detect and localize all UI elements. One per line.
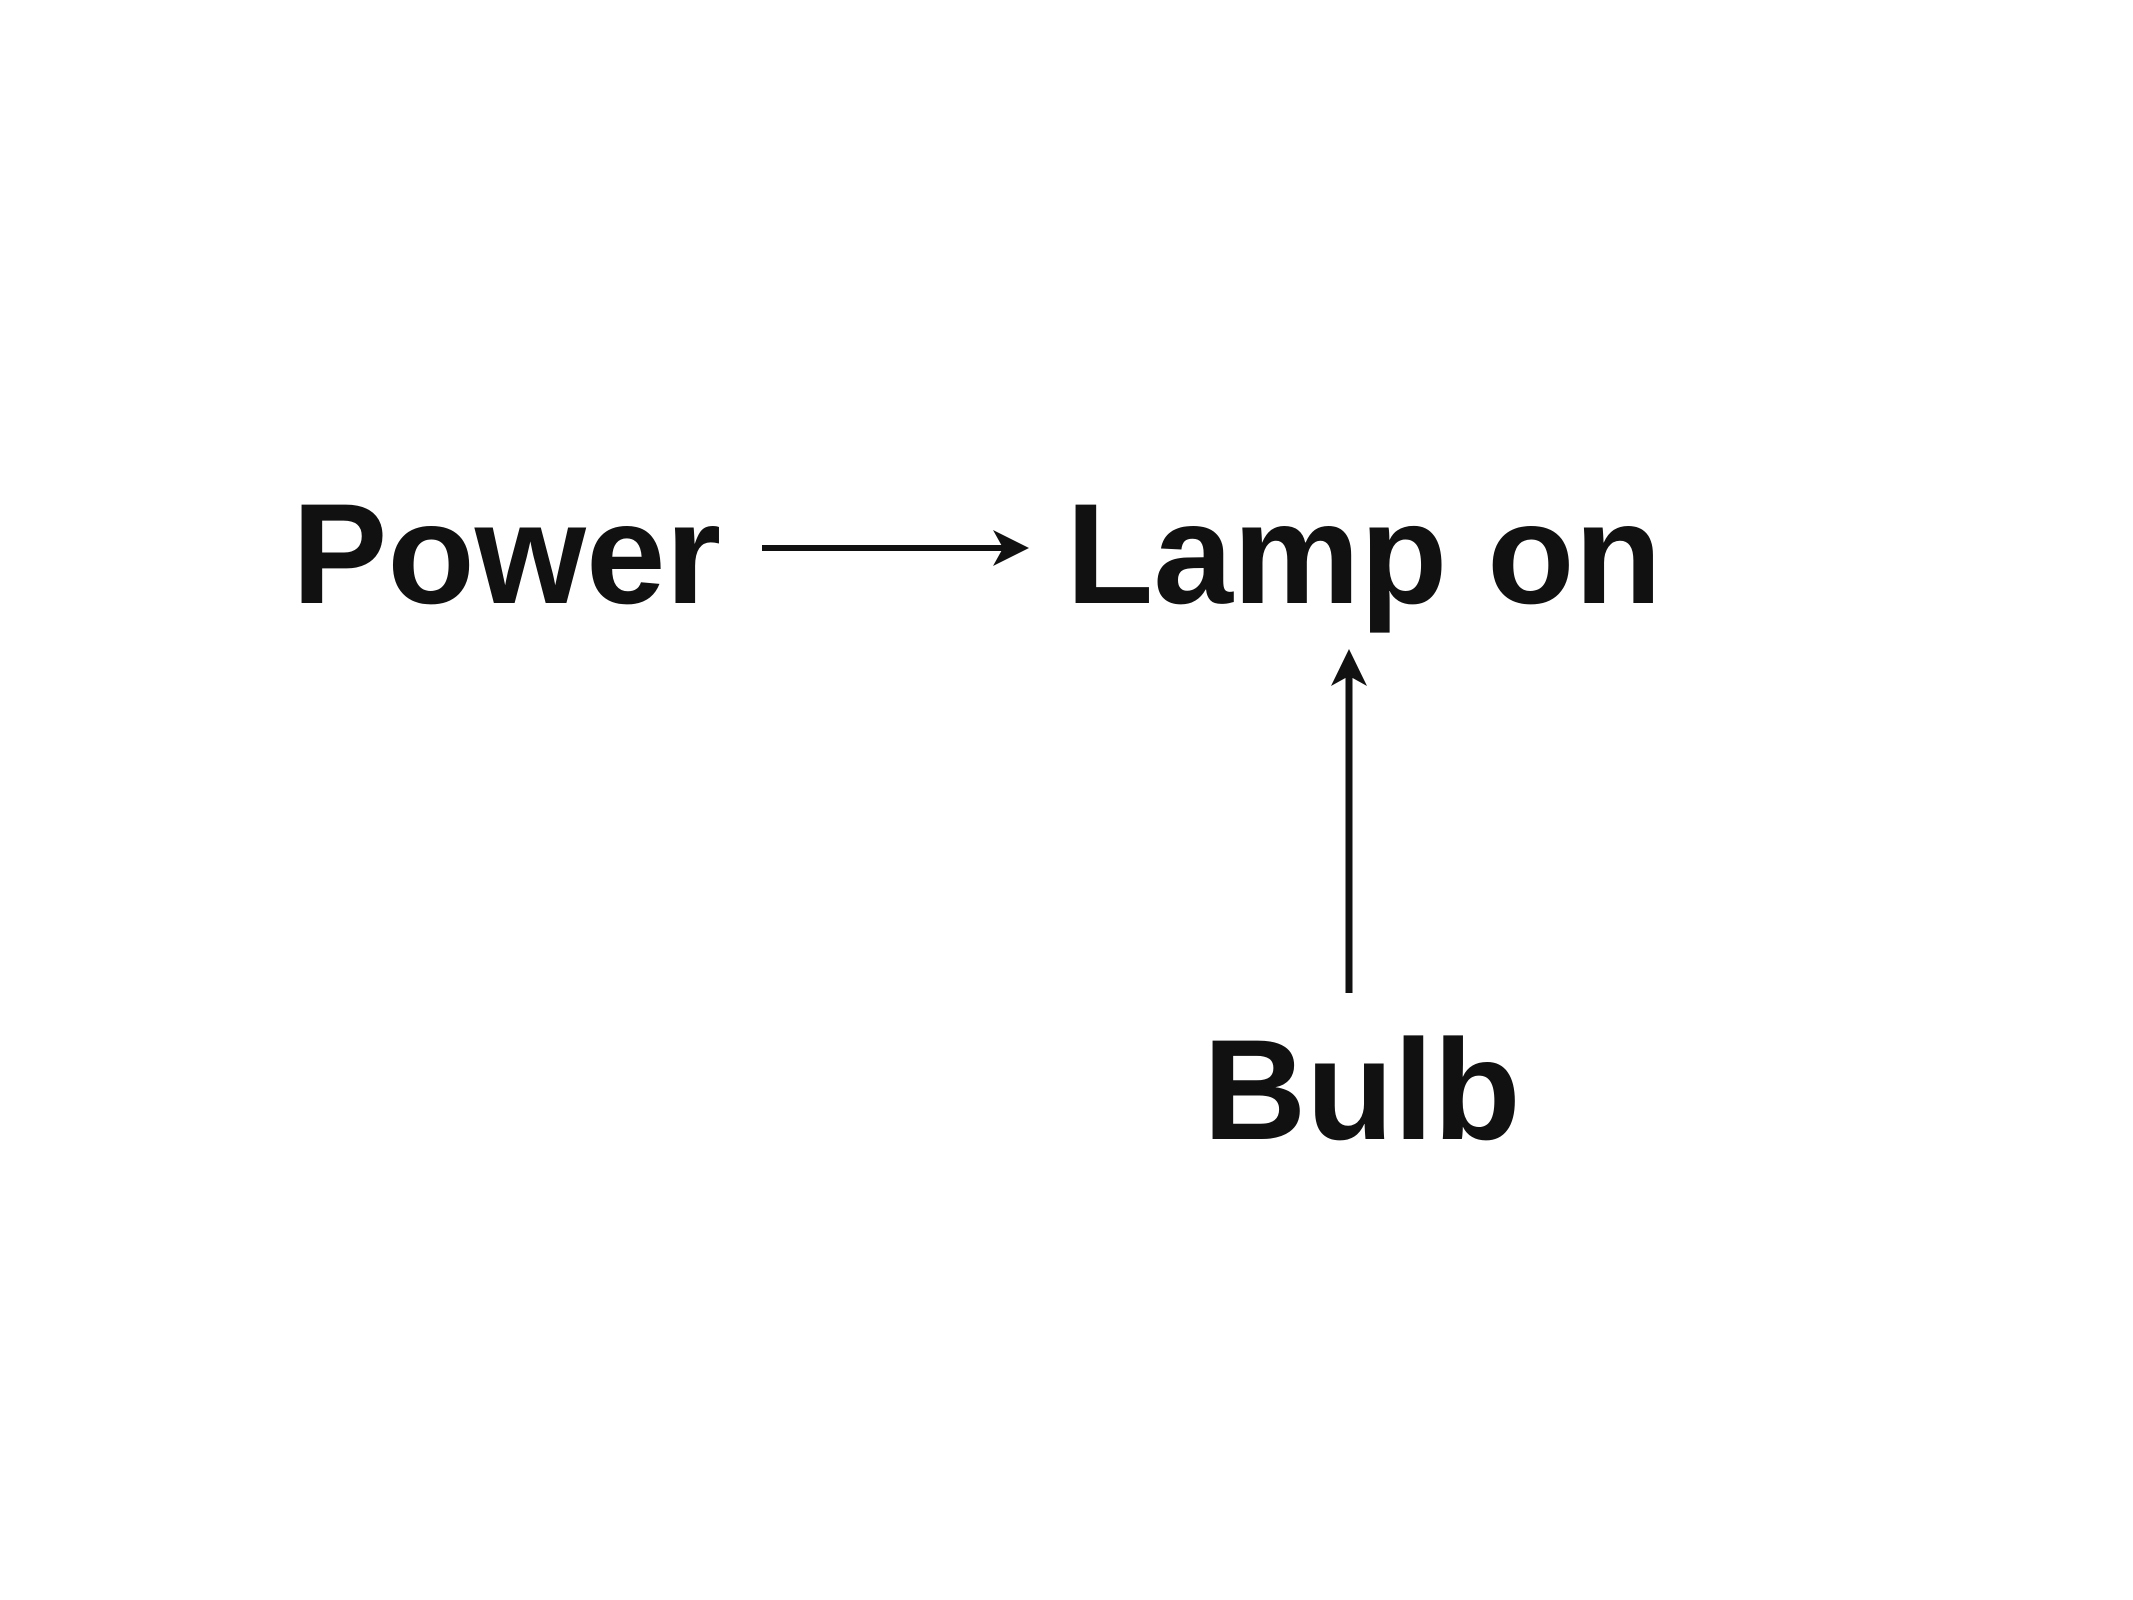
- arrowhead-up-icon: [1331, 649, 1367, 686]
- edge-bulb-to-lamp-on: [1331, 649, 1367, 993]
- node-bulb: Bulb: [1203, 1011, 1521, 1170]
- edge-power-to-lamp-on: [762, 530, 1029, 566]
- arrowhead-right-icon: [993, 530, 1029, 566]
- node-power: Power: [292, 475, 722, 634]
- node-lamp-on: Lamp on: [1066, 475, 1662, 634]
